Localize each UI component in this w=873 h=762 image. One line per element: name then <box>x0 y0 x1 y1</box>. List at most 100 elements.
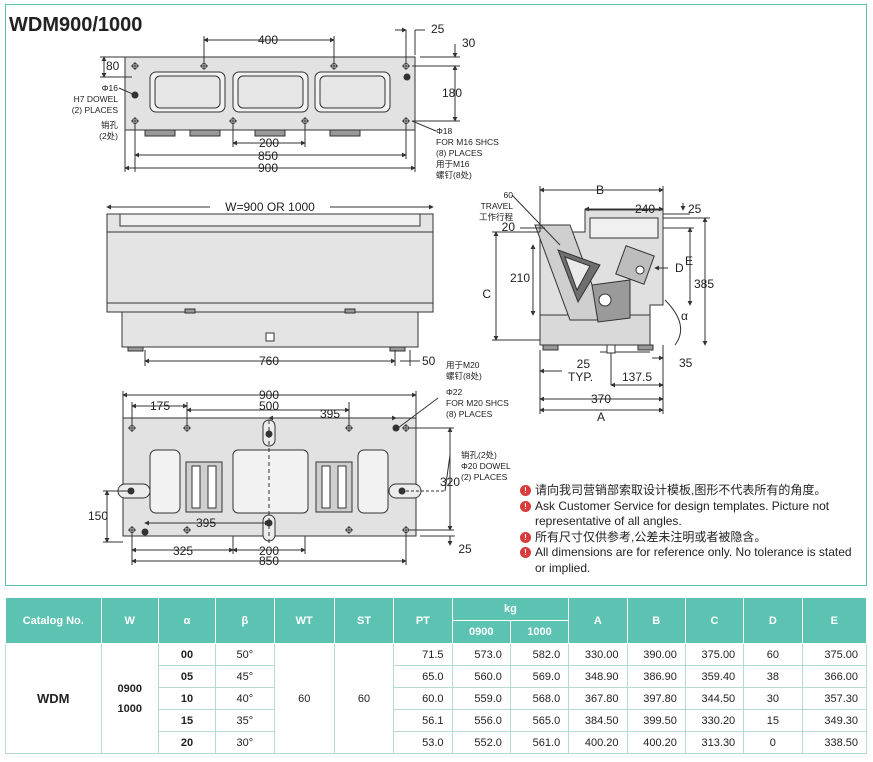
angle-alpha: α <box>681 309 688 323</box>
dim-80: 80 <box>106 59 120 73</box>
dim-760: 760 <box>259 354 279 368</box>
dowel20-note-2: Φ20 DOWEL <box>461 461 511 471</box>
dim-320: 320 <box>440 475 460 489</box>
dim-325: 325 <box>173 544 193 558</box>
d-cell: 30 <box>743 687 803 710</box>
dim-370: 370 <box>591 392 611 406</box>
dim-35: 35 <box>679 356 693 370</box>
dim-500: 500 <box>259 399 279 413</box>
a-cell: 384.50 <box>568 709 628 732</box>
e-cell: 375.00 <box>801 643 868 666</box>
header-catalog: Catalog No. <box>5 597 102 644</box>
b-cell: 399.50 <box>626 709 686 732</box>
b-cell: 397.80 <box>626 687 686 710</box>
header-beta: β <box>215 597 275 644</box>
m20-note-3: Φ22 <box>446 387 463 397</box>
bolt-note-5: 螺钉(8处) <box>436 170 472 180</box>
dowel-note-1: Φ16 <box>102 83 119 93</box>
st-cell: 60 <box>333 643 395 754</box>
header-a: A <box>568 597 628 644</box>
header-wt: WT <box>273 597 335 644</box>
beta-cell: 40° <box>215 687 275 710</box>
kg1000-cell: 565.0 <box>509 709 570 732</box>
table-row: 20 30° 53.0 552.0 561.0 400.20 400.20 31… <box>6 731 868 754</box>
dim-150: 150 <box>88 509 108 523</box>
dowel20-note-3: (2) PLACES <box>461 472 508 482</box>
header-w: W <box>100 597 159 644</box>
dim-20: 20 <box>502 220 516 234</box>
bolt-note-4: 用于M16 <box>436 159 470 169</box>
m20-note-5: (8) PLACES <box>446 409 493 419</box>
e-cell: 349.30 <box>801 709 868 732</box>
e-cell: 338.50 <box>801 731 868 754</box>
wt-cell: 60 <box>273 643 335 754</box>
dim-850-top: 850 <box>258 149 278 163</box>
dim-395-top: 395 <box>320 407 340 421</box>
pt-cell: 60.0 <box>393 687 453 710</box>
dim-25-side: 25 <box>688 202 702 216</box>
d-cell: 15 <box>743 709 803 732</box>
header-kg-0900: 0900 <box>451 620 511 644</box>
dim-50: 50 <box>422 354 436 368</box>
a-cell: 348.90 <box>568 665 628 688</box>
c-cell: 344.50 <box>684 687 745 710</box>
dim-B: B <box>596 183 604 197</box>
alpha-cell: 15 <box>157 709 217 732</box>
note-cn-2: !所有尺寸仅供参考,公差未注明或者被隐含。 <box>520 530 860 546</box>
dim-A: A <box>597 410 605 424</box>
dim-200-top: 200 <box>259 136 279 150</box>
dim-385: 385 <box>694 277 714 291</box>
warning-icon: ! <box>520 531 531 543</box>
front-view: W=900 OR 1000 760 50 <box>106 200 436 368</box>
header-pt: PT <box>393 597 453 644</box>
kg0900-cell: 559.0 <box>451 687 511 710</box>
dim-E: E <box>685 254 693 268</box>
dim-25-typ: 25 <box>577 357 591 371</box>
alpha-cell: 20 <box>157 731 217 754</box>
kg1000-cell: 568.0 <box>509 687 570 710</box>
table-row: 15 35° 56.1 556.0 565.0 384.50 399.50 33… <box>6 709 868 732</box>
header-st: ST <box>333 597 395 644</box>
c-cell: 359.40 <box>684 665 745 688</box>
header-d: D <box>743 597 803 644</box>
a-cell: 367.80 <box>568 687 628 710</box>
c-cell: 375.00 <box>684 643 745 666</box>
c-cell: 330.20 <box>684 709 745 732</box>
table-row: 10 40° 60.0 559.0 568.0 367.80 397.80 34… <box>6 687 868 710</box>
dowel-note-5: (2处) <box>99 131 118 141</box>
m20-note-4: FOR M20 SHCS <box>446 398 509 408</box>
side-view: B 240 25 E D 385 C 210 20 α 35 25 TYP. 1… <box>479 183 714 424</box>
d-cell: 60 <box>743 643 803 666</box>
beta-cell: 45° <box>215 665 275 688</box>
kg0900-cell: 560.0 <box>451 665 511 688</box>
dim-900-bottom: 900 <box>259 388 279 402</box>
dim-400: 400 <box>258 33 278 47</box>
kg0900-cell: 556.0 <box>451 709 511 732</box>
d-cell: 38 <box>743 665 803 688</box>
spec-table: Catalog No. W α β WT ST PT kg A B C D E … <box>5 597 868 754</box>
e-cell: 357.30 <box>801 687 868 710</box>
alpha-cell: 00 <box>157 643 217 666</box>
reference-notes: !请向我司营销部索取设计模板,图形不代表所有的角度。 !Ask Customer… <box>520 483 860 576</box>
dim-850-bottom: 850 <box>259 554 279 568</box>
dim-typ: TYP. <box>568 370 593 384</box>
dim-25-top: 25 <box>431 22 445 36</box>
bolt-note-3: (8) PLACES <box>436 148 483 158</box>
kg1000-cell: 582.0 <box>509 643 570 666</box>
dim-240: 240 <box>635 202 655 216</box>
dim-210: 210 <box>510 271 530 285</box>
bolt-note-2: FOR M16 SHCS <box>436 137 499 147</box>
dim-D: D <box>675 261 684 275</box>
table-row: 05 45° 65.0 560.0 569.0 348.90 386.90 35… <box>6 665 868 688</box>
beta-cell: 50° <box>215 643 275 666</box>
note-cn-1: !请向我司营销部索取设计模板,图形不代表所有的角度。 <box>520 483 860 499</box>
bottom-view: 900 175 500 395 320 150 395 325 200 850 … <box>88 360 511 568</box>
catalog-cell: WDM <box>5 643 102 754</box>
a-cell: 400.20 <box>568 731 628 754</box>
alpha-cell: 10 <box>157 687 217 710</box>
drawing-panel <box>5 4 867 586</box>
dim-25-bottom: 25 <box>458 542 472 556</box>
beta-cell: 30° <box>215 731 275 754</box>
technical-drawing: 400 25 30 80 180 200 850 900 Φ16 H7 DOWE… <box>72 22 715 568</box>
